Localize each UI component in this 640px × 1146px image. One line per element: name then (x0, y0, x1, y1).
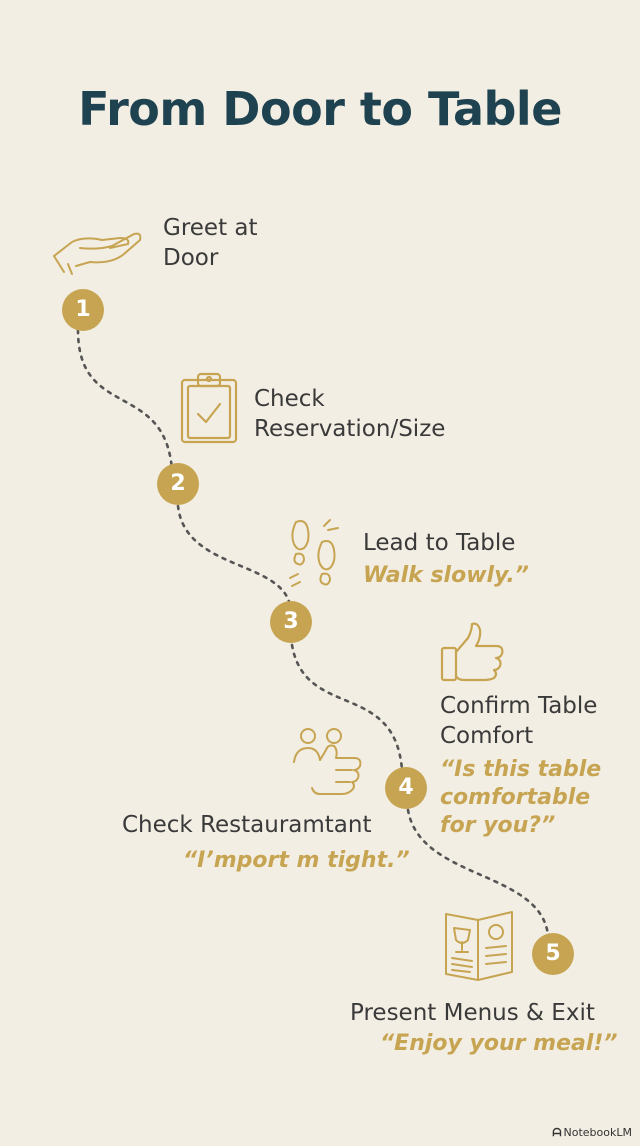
hand-icon (50, 226, 150, 282)
clipboard-icon (178, 372, 240, 446)
side-note-quote: “I’mport m tight.” (183, 848, 410, 873)
step-3-label: Lead to Table (363, 530, 516, 556)
footprints-icon (286, 516, 348, 594)
thumbs-up-people-icon (290, 726, 366, 800)
step-2-label-line2: Reservation/Size (254, 416, 446, 442)
step-4-quote: “Is this table comfortable for you?” (440, 756, 601, 840)
brand-name: NotebookLM (563, 1126, 632, 1139)
step-5-quote: “Enjoy your meal!” (380, 1031, 618, 1056)
thumbs-up-icon (438, 620, 508, 684)
step-5-badge: 5 (532, 933, 574, 975)
step-1-label: Greet at Door (163, 213, 258, 273)
step-2-badge: 2 (157, 463, 199, 505)
side-note-label: Check Restauramtant (122, 812, 372, 838)
notebooklm-logo-icon: ᗩ (552, 1126, 562, 1139)
page-title: From Door to Table (78, 82, 562, 136)
menu-icon (442, 906, 518, 982)
step-2-label: Check Reservation/Size (254, 384, 445, 444)
step-4-quote-line1: “Is this table (440, 757, 602, 782)
step-5-label: Present Menus & Exit (350, 1000, 595, 1026)
step-1-badge: 1 (62, 289, 104, 331)
step-4-label-line1: Confirm Table (440, 693, 598, 719)
step-2-label-line1: Check (254, 386, 325, 412)
step-3-badge: 3 (270, 601, 312, 643)
step-4-quote-line2: comfortable (440, 785, 591, 810)
step-4-label-line2: Comfort (440, 723, 534, 749)
step-3-quote: Walk slowly.” (363, 563, 529, 588)
step-4-label: Confirm Table Comfort (440, 691, 597, 751)
step-4-badge: 4 (385, 767, 427, 809)
step-4-quote-line3: for you?” (440, 813, 556, 838)
step-1-label-line1: Greet at (163, 215, 258, 241)
step-1-label-line2: Door (163, 245, 219, 271)
